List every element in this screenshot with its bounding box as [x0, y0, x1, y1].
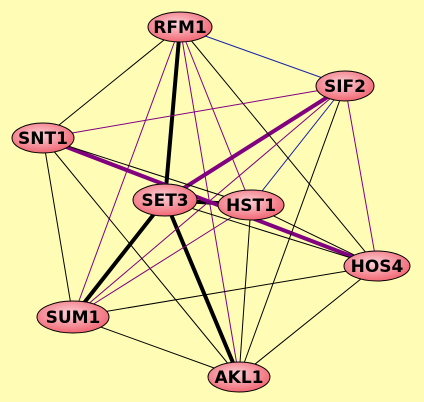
edge-sif2-akl1	[238, 85, 346, 378]
node-ellipse	[315, 70, 375, 102]
node-ellipse	[132, 183, 198, 217]
node-hst1[interactable]: HST1	[217, 189, 285, 221]
edge-rfm1-hos4	[179, 26, 378, 267]
edge-sif2-snt1	[42, 85, 346, 139]
node-ellipse	[36, 300, 110, 334]
node-ellipse	[207, 361, 271, 393]
node-label: SUM1	[46, 308, 101, 328]
node-akl1[interactable]: AKL1	[207, 361, 271, 393]
edge-snt1-hst1	[42, 137, 252, 206]
node-label: SET3	[141, 191, 188, 211]
edge-rfm1-hst1	[179, 26, 252, 206]
edges-layer	[41, 25, 379, 379]
node-label: SNT1	[18, 129, 68, 149]
edge-snt1-sum1	[42, 137, 74, 318]
edge-rfm1-set3	[163, 25, 182, 202]
node-hos4[interactable]: HOS4	[343, 250, 411, 282]
edge-rfm1-sif2	[179, 26, 346, 87]
edge-hos4-akl1	[238, 265, 378, 378]
edge-set3-akl1	[163, 198, 241, 379]
edge-set3-hos4	[164, 199, 378, 267]
edge-hst1-akl1	[238, 204, 252, 378]
node-label: RFM1	[153, 18, 206, 38]
edge-sif2-hos4	[344, 85, 378, 267]
node-sum1[interactable]: SUM1	[36, 300, 110, 334]
node-snt1[interactable]: SNT1	[11, 122, 75, 154]
edge-rfm1-snt1	[42, 26, 181, 139]
node-label: AKL1	[215, 368, 264, 388]
edge-hst1-sum1	[72, 204, 252, 318]
node-label: HST1	[226, 196, 276, 216]
edge-sif2-hst1	[250, 85, 346, 206]
edge-rfm1-akl1	[179, 26, 240, 378]
node-ellipse	[343, 250, 411, 282]
edge-set3-sif2	[163, 84, 347, 202]
edge-rfm1-sum1	[72, 26, 181, 318]
edge-hos4-sum1	[72, 265, 378, 318]
node-label: SIF2	[324, 77, 366, 97]
node-label: HOS4	[351, 257, 404, 277]
node-set3[interactable]: SET3	[132, 183, 198, 217]
edge-snt1-akl1	[42, 137, 240, 378]
node-ellipse	[11, 122, 75, 154]
edge-sif2-sum1	[72, 85, 346, 318]
edge-set3-sum1	[71, 198, 167, 319]
node-sif2[interactable]: SIF2	[315, 70, 375, 102]
node-ellipse	[217, 189, 285, 221]
node-rfm1[interactable]: RFM1	[147, 11, 213, 43]
node-ellipse	[147, 11, 213, 43]
